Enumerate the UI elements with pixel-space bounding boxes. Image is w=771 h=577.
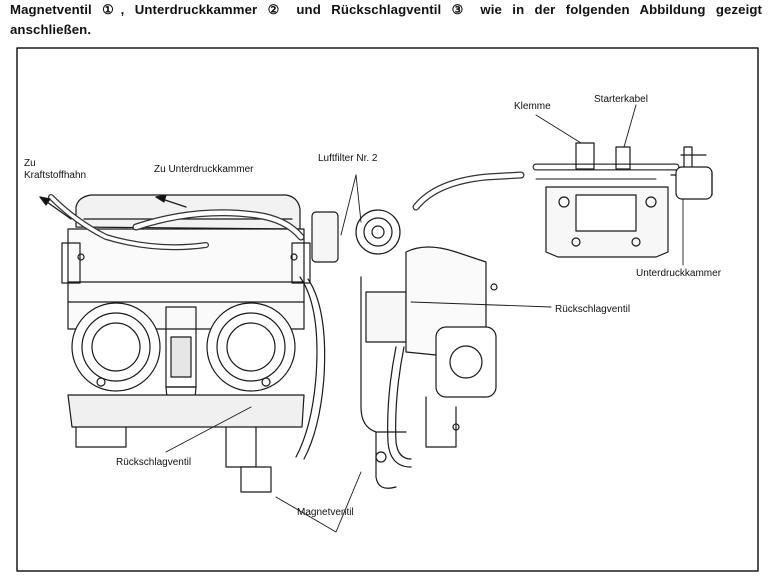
instruction-text: Magnetventil ①, Unterdruckkammer ② und R… — [10, 0, 762, 40]
label-kraftstoffhahn: Kraftstoffhahn — [24, 170, 86, 181]
label-klemme: Klemme — [514, 101, 551, 112]
carburetor-side-view — [355, 171, 525, 489]
technical-illustration: Zu Kraftstoffhahn Zu Unterdruckkammer Lu… — [16, 47, 760, 574]
label-unterdruckkammer: Unterdruckkammer — [636, 268, 722, 279]
figure-labels: Zu Kraftstoffhahn Zu Unterdruckkammer Lu… — [24, 94, 722, 518]
instruction-line-1: Magnetventil ①, Unterdruckkammer ② und R… — [10, 2, 762, 17]
label-magnetventil: Magnetventil — [297, 507, 354, 518]
label-rueckschlagventil-right: Rückschlagventil — [555, 304, 630, 315]
instruction-line-2: anschließen. — [10, 22, 92, 37]
label-rueckschlagventil-left: Rückschlagventil — [116, 457, 191, 468]
label-zu: Zu — [24, 158, 36, 169]
label-zu-unterdruckkammer: Zu Unterdruckkammer — [154, 164, 254, 175]
label-luftfilter: Luftfilter Nr. 2 — [318, 153, 378, 164]
carburetor-front-view — [39, 194, 339, 493]
figure-frame — [16, 47, 759, 572]
leader-lines — [165, 104, 684, 533]
vacuum-chamber-detail — [532, 142, 713, 258]
carburetor-diagram: Zu Kraftstoffhahn Zu Unterdruckkammer Lu… — [16, 47, 759, 572]
label-starterkabel: Starterkabel — [594, 94, 648, 105]
